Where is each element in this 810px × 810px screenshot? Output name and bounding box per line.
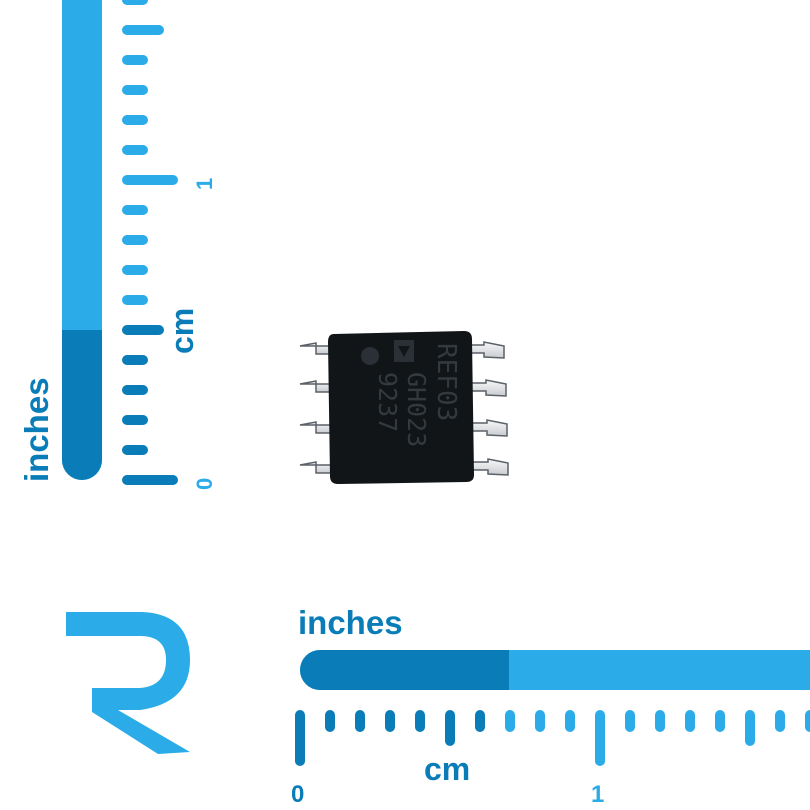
ruler-tick <box>122 295 148 305</box>
horizontal-cm-label: cm <box>424 751 470 787</box>
ruler-tick <box>775 710 785 732</box>
chip-lead <box>467 379 507 397</box>
ruler-tick <box>625 710 635 732</box>
vertical-inch-bar-dark-segment <box>62 330 102 480</box>
vertical-cm-label: cm <box>164 308 200 354</box>
ruler-tick <box>122 205 148 215</box>
horizontal-cm-ticks <box>295 710 810 766</box>
chip-marking-line-2: GH023 <box>402 372 431 447</box>
ruler-tick <box>415 710 425 732</box>
horizontal-inches-label: inches <box>298 604 403 641</box>
ruler-tick <box>685 710 695 732</box>
horizontal-inch-bar-dark-segment <box>300 650 509 690</box>
ruler-tick <box>122 385 148 395</box>
vertical-ruler: inches cm 0 1 <box>18 0 217 490</box>
ruler-tick <box>122 415 148 425</box>
ruler-tick <box>325 710 335 732</box>
ruler-tick <box>385 710 395 732</box>
ruler-tick <box>122 265 148 275</box>
ruler-tick <box>475 710 485 732</box>
ruler-tick <box>122 0 148 5</box>
ruler-tick <box>535 710 545 732</box>
soic8-chip: REF03 GH023 9237 <box>299 331 509 484</box>
chip-leads-right <box>465 341 509 476</box>
ruler-tick <box>122 175 178 185</box>
ruler-tick <box>122 445 148 455</box>
ruler-tick <box>122 475 178 485</box>
vertical-cm-ticks <box>122 0 178 485</box>
ruler-tick <box>295 710 305 766</box>
ruler-tick <box>505 710 515 732</box>
ruler-tick <box>122 355 148 365</box>
ruler-tick <box>595 710 605 766</box>
horizontal-ruler: inches cm 0 1 <box>291 604 810 808</box>
ruler-tick <box>715 710 725 732</box>
chip-lead <box>468 419 508 437</box>
ruler-tick <box>655 710 665 732</box>
ruler-tick <box>565 710 575 732</box>
chip-lead <box>299 421 335 434</box>
chip-marking-line-1: REF03 <box>431 343 461 421</box>
horizontal-tick-label-0: 0 <box>291 781 304 808</box>
ruler-tick <box>445 710 455 746</box>
ruler-tick <box>122 325 164 335</box>
r-logo-icon <box>66 612 190 754</box>
chip-body <box>328 331 474 484</box>
chip-lead <box>299 461 335 474</box>
ruler-tick <box>122 55 148 65</box>
horizontal-tick-label-1: 1 <box>591 781 604 808</box>
chip-lead <box>469 458 509 476</box>
vertical-inches-label: inches <box>18 377 55 482</box>
ruler-tick <box>805 710 810 732</box>
vertical-tick-label-0: 0 <box>192 478 217 490</box>
ruler-tick <box>122 235 148 245</box>
ruler-tick <box>122 25 164 35</box>
ruler-tick <box>122 145 148 155</box>
ruler-tick <box>355 710 365 732</box>
ruler-tick <box>122 85 148 95</box>
vertical-tick-label-1: 1 <box>192 178 217 190</box>
pin1-dot <box>361 347 379 365</box>
logo-triangle-icon <box>398 346 410 357</box>
ruler-tick <box>122 115 148 125</box>
chip-marking-line-3: 9237 <box>373 372 402 432</box>
ruler-tick <box>745 710 755 746</box>
